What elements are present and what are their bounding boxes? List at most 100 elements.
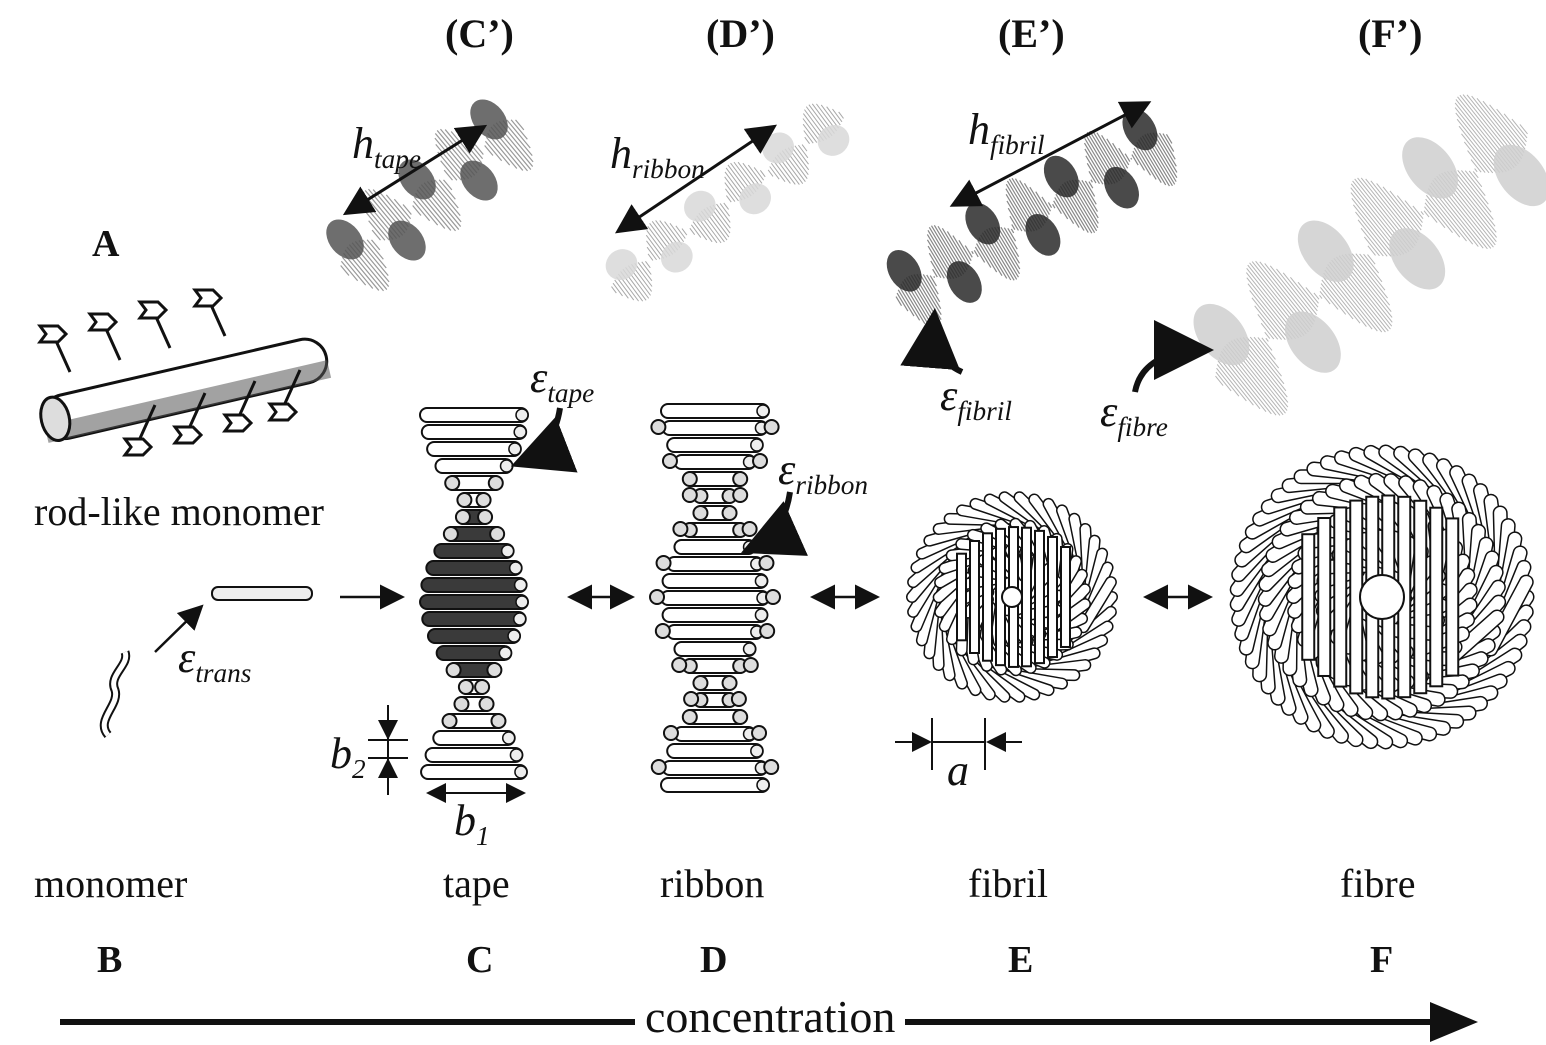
fibre-vertical-rod	[956, 552, 967, 642]
helix-lobe	[460, 160, 498, 201]
side-chain-head	[222, 413, 254, 433]
label-h-tape: htape	[352, 119, 421, 174]
rod-end	[489, 526, 506, 542]
rod-end	[730, 691, 747, 707]
helix-strand	[790, 146, 810, 171]
panel-label-d-prime: (D’)	[706, 11, 775, 56]
rod-end	[508, 442, 522, 456]
stacked-rod	[666, 624, 764, 640]
helix-strand	[932, 268, 938, 278]
helix-strand	[366, 239, 384, 260]
helix-strand	[952, 235, 971, 265]
label-b2: b2	[330, 729, 366, 784]
helix-strand	[1463, 141, 1490, 174]
stacked-rod	[426, 628, 522, 644]
helix-lobe	[326, 219, 364, 260]
rod-end	[655, 555, 672, 571]
helix-strand	[616, 276, 635, 301]
helix-strand	[1367, 245, 1376, 256]
helix-strand	[440, 160, 458, 181]
helix-strand	[1251, 297, 1286, 340]
rod-end	[754, 608, 769, 622]
rod-end	[763, 759, 780, 775]
helix-strand	[371, 239, 381, 251]
caption-fibril: fibril	[968, 861, 1048, 906]
helix-strand	[1112, 142, 1129, 169]
helix-strand	[804, 136, 810, 145]
helix-strand	[1218, 357, 1261, 410]
helix-strand	[645, 260, 651, 269]
helix-strand	[769, 166, 780, 180]
rod-end	[759, 623, 776, 639]
helix-strand	[838, 111, 844, 119]
helix-strand	[689, 227, 696, 236]
helix-strand	[1297, 281, 1319, 308]
rod-end	[477, 509, 494, 525]
rod-end	[750, 438, 764, 452]
helix-lobe	[1493, 144, 1546, 207]
helix-strand	[1215, 371, 1232, 392]
helix-strand	[1003, 227, 1018, 250]
monomer-coil-figure	[99, 584, 405, 738]
helix-strand	[1260, 322, 1275, 340]
helix-strand	[798, 144, 809, 159]
helix-strand	[646, 246, 657, 261]
helix-strand	[926, 239, 952, 280]
helix-strand	[767, 169, 774, 177]
helix-strand	[1047, 202, 1053, 209]
stacked-rod	[666, 437, 764, 453]
helix-strand	[1242, 336, 1287, 392]
rod-end	[475, 492, 492, 508]
helix-strand	[1313, 292, 1320, 300]
rod-end	[501, 731, 516, 745]
helix-strand	[1007, 227, 1017, 242]
helix-strand	[510, 119, 528, 140]
helix-strand	[1247, 283, 1293, 340]
helix-strand	[1367, 254, 1376, 265]
caption-tape: tape	[443, 861, 510, 906]
helix-strand	[371, 229, 381, 241]
helix-strand	[1496, 108, 1527, 146]
helix-strand	[759, 169, 766, 178]
helix-strand	[1412, 205, 1424, 219]
helix-strand	[443, 179, 453, 191]
helix-strand	[820, 104, 839, 129]
helix-strand	[1427, 188, 1474, 245]
rod-end	[650, 759, 667, 775]
rod-end	[474, 679, 491, 695]
rod-end	[508, 561, 523, 575]
helix-strand	[1464, 170, 1486, 196]
rod-end	[515, 595, 529, 609]
rod-end	[681, 487, 698, 503]
rod-end	[499, 459, 514, 473]
helix-strand	[485, 136, 511, 166]
helix-strand	[1474, 168, 1478, 173]
helix-strand	[1468, 170, 1483, 188]
caption-fibre: fibre	[1340, 861, 1416, 906]
helix-strand	[1276, 268, 1317, 319]
helix-strand	[928, 252, 945, 279]
ribbon-column-figure	[649, 403, 781, 793]
helix-strand	[753, 167, 765, 181]
rod-end	[661, 453, 678, 469]
helix-strand	[612, 282, 623, 297]
helix-strand	[1320, 283, 1347, 315]
rod-end	[442, 526, 459, 542]
rod-end	[441, 713, 458, 729]
helix-strand	[438, 179, 456, 200]
rod-end	[456, 492, 473, 508]
helix-strand	[465, 138, 484, 160]
helix-strand	[692, 221, 708, 241]
helix-strand	[1482, 100, 1525, 153]
helix-strand	[1404, 200, 1423, 223]
helix-strand	[614, 279, 629, 299]
helix-lobe	[965, 202, 1001, 245]
helix-strand	[647, 253, 654, 261]
helix-strand	[1423, 210, 1430, 218]
rod-end	[732, 709, 749, 725]
helix-strand	[973, 250, 979, 258]
stacked-rod	[421, 611, 527, 627]
helix-strand	[611, 286, 617, 294]
helix-strand	[929, 275, 937, 287]
